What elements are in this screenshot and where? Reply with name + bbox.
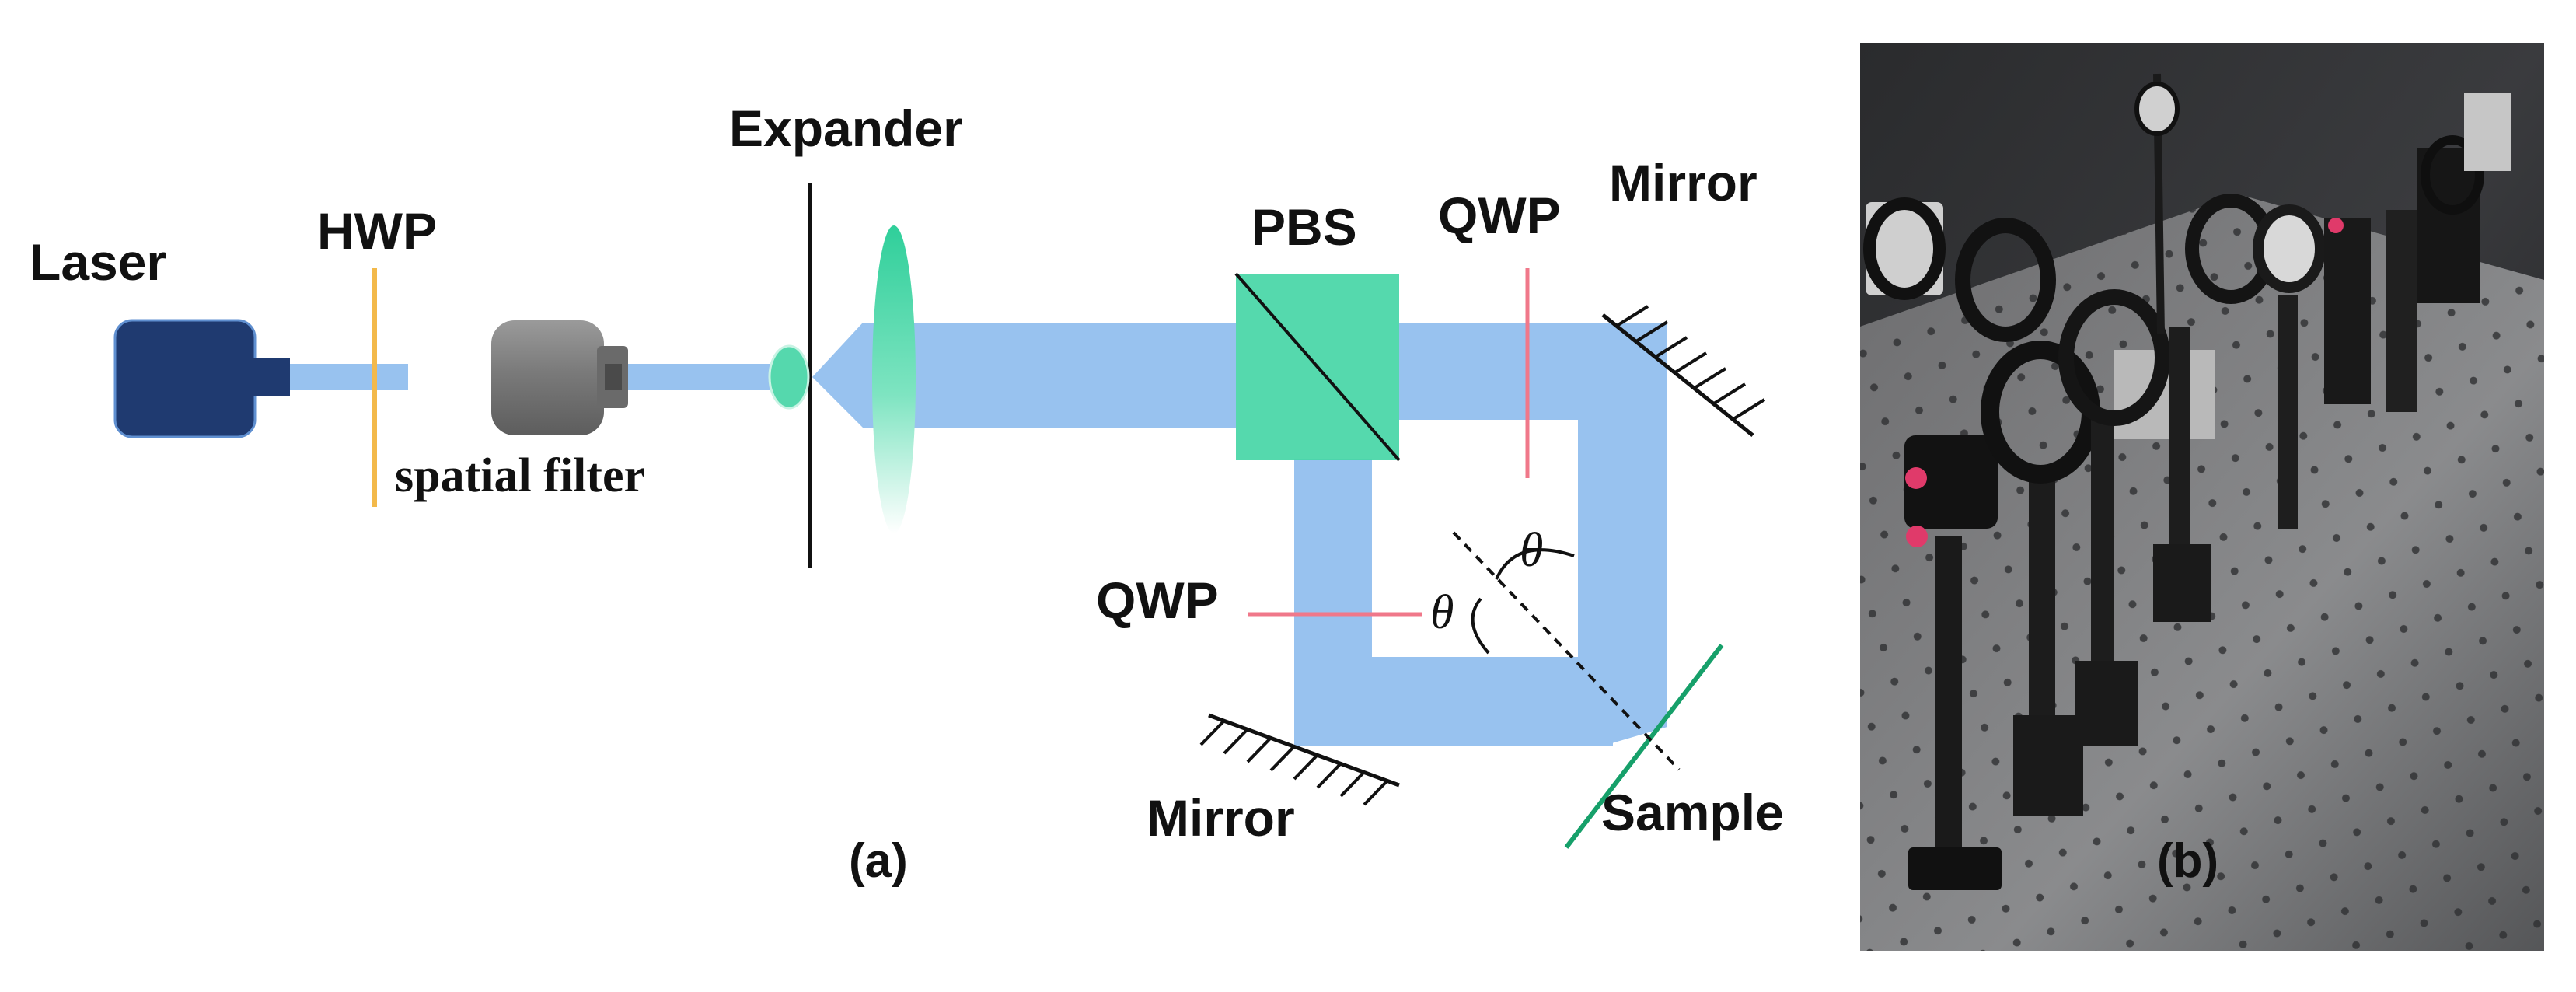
spatial-filter-body: [491, 320, 604, 435]
panel-a-diagram: Laser HWP spatial filter Expander PBS: [30, 100, 1784, 888]
sample-surface: [1564, 644, 1724, 849]
theta-lower: θ: [1430, 586, 1454, 639]
panel-b-photo: (b): [1860, 43, 2544, 951]
laser-aperture: [253, 358, 290, 396]
laser-beam: [268, 323, 1667, 746]
expander: Expander: [729, 100, 963, 568]
panel-a-caption: (a): [849, 834, 908, 888]
angle-arc-lower: [1471, 597, 1490, 655]
theta-upper: θ: [1520, 524, 1543, 577]
mirror-top-label: Mirror: [1609, 154, 1757, 211]
expander-small-lens: [768, 344, 810, 410]
pbs-label: PBS: [1251, 198, 1357, 256]
spatial-filter-pinhole: [605, 364, 622, 390]
hwp-label: HWP: [317, 202, 437, 260]
beam-bottom-horizontal: [1294, 657, 1613, 746]
qwp-top: QWP: [1438, 187, 1561, 478]
laser-label: Laser: [30, 233, 166, 291]
narrow-beam-segment: [268, 364, 408, 390]
sample-assembly: θ θ Sample: [1430, 524, 1784, 849]
pbs-splitting-diagonal: [1234, 272, 1401, 462]
laser-source: Laser: [30, 233, 290, 438]
mirror-top-surface: [1601, 313, 1754, 437]
narrow-beam-segment-2: [614, 364, 793, 390]
mirror-bottom-surface: [1208, 713, 1400, 788]
qwp-bottom: QWP: [1096, 571, 1422, 629]
panel-b-caption: (b): [2157, 834, 2218, 888]
laser-body: [113, 319, 257, 438]
wide-beam-to-pbs: [863, 323, 1236, 428]
pbs: PBS: [1234, 198, 1401, 462]
sample-label: Sample: [1601, 784, 1784, 841]
mirror-bottom-label: Mirror: [1147, 789, 1295, 847]
sample-normal-dashed: [1452, 531, 1681, 771]
expander-large-lens: [872, 225, 916, 533]
mirror-bottom-hatches: [1199, 719, 1389, 806]
qwp-bottom-label: QWP: [1096, 571, 1219, 629]
optical-mounts: [1863, 73, 2511, 890]
expander-label: Expander: [729, 100, 963, 157]
hwp: HWP: [317, 202, 437, 507]
angle-arc-upper: [1495, 548, 1575, 580]
beam-expansion-cone: [812, 323, 863, 428]
mirror-top-hatches: [1615, 305, 1766, 421]
mirror-top: Mirror: [1601, 154, 1766, 437]
spatial-filter: spatial filter: [395, 320, 645, 502]
qwp-top-label: QWP: [1438, 187, 1561, 244]
spatial-filter-label: spatial filter: [395, 449, 645, 502]
mirror-bottom: Mirror: [1147, 713, 1400, 847]
